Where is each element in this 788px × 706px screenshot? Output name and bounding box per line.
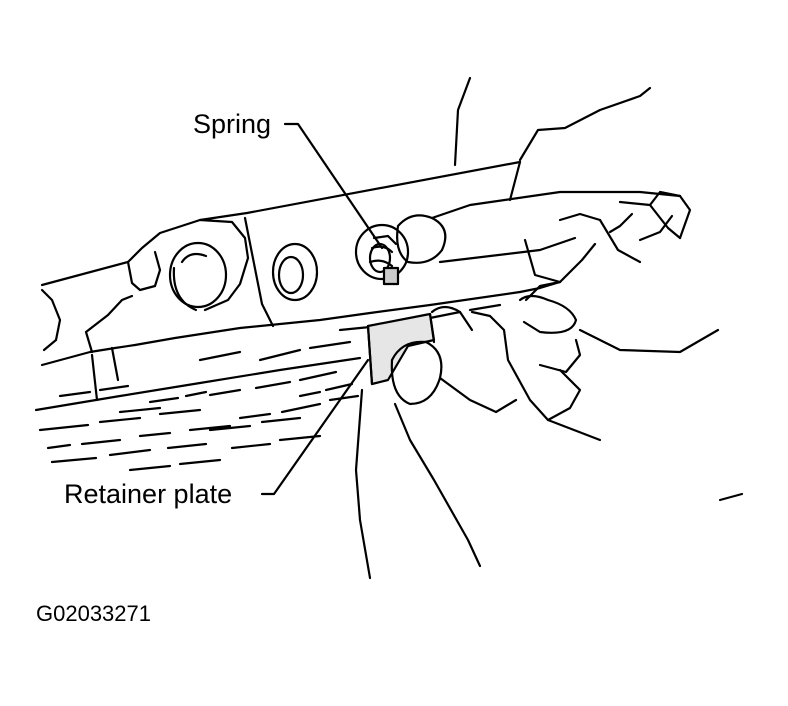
retainer-leader-line bbox=[260, 358, 370, 496]
workbench bbox=[34, 303, 502, 472]
spring-leader-line bbox=[283, 122, 384, 250]
lower-hands bbox=[354, 280, 744, 580]
bore-middle bbox=[271, 242, 319, 302]
retainer-plate-label: Retainer plate bbox=[64, 479, 233, 509]
cylinder-head bbox=[40, 160, 692, 402]
spring-label: Spring bbox=[193, 109, 272, 139]
bore-left bbox=[168, 241, 228, 312]
figure-code: G02033271 bbox=[36, 601, 151, 626]
upper-hand bbox=[396, 76, 682, 264]
spring-bore bbox=[354, 223, 410, 286]
